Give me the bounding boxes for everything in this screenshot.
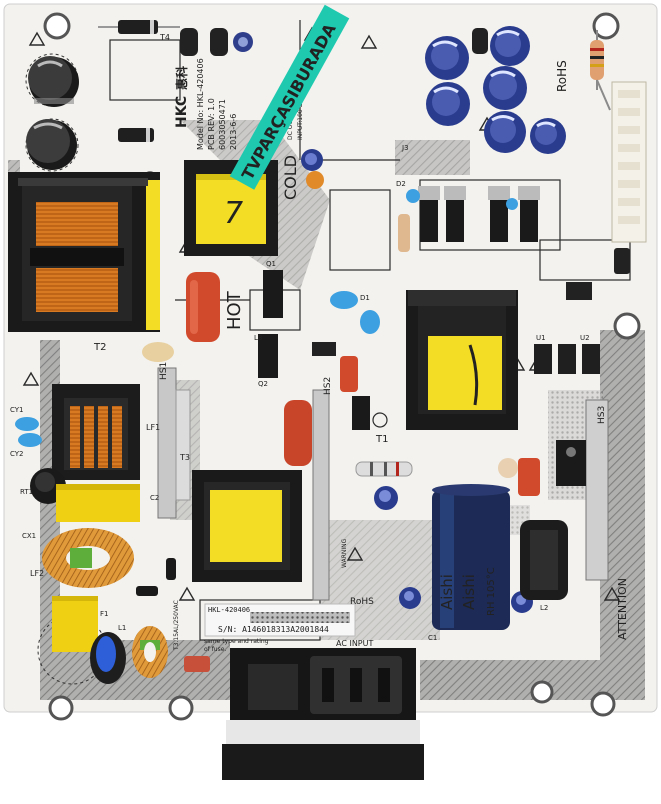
serial-sticker: HKL-420406 S/N: A146018313A2001844 [204,603,356,637]
choke-lf1 [52,384,140,480]
blue-ceramic-caps [15,291,380,447]
heatsinks [157,367,609,601]
ref-label: HS2 [323,377,333,395]
orange-ceramic-caps [142,171,324,362]
output-connector [611,81,647,243]
cold-label: COLD [281,155,300,200]
ref-label: RT1 [20,488,33,496]
ref-label: Q2 [258,380,268,388]
ref-label: C2 [150,494,159,502]
part-number: 6003050471 [218,99,227,150]
ac-input-label: AC INPUT [336,639,373,648]
electrolytic-cap-left [26,119,77,170]
bulk-cap-brand: Aishi [438,574,456,610]
ref-label: D2 [396,180,406,188]
model-number: Model No: HKL-420406 [196,58,205,150]
resistor-mid [355,461,413,477]
ref-label: CY1 [10,406,24,414]
red-film-cap [186,272,220,342]
transformer-t2 [8,172,160,332]
transistor-mid-right [518,440,586,496]
resistor-top-right [590,30,611,111]
small-transistor-right [566,248,630,300]
date-code: 2013-6-6 [229,114,238,150]
bulk-cap-brand-2: Aishi [460,574,478,610]
bulk-cap-rating: RH 105°C [486,567,497,616]
fuse-note-2: of fuse. [204,646,226,653]
mosfets-center [258,270,370,430]
toroid-common-mode [42,528,134,588]
rohs-label: RoHS [555,60,569,92]
ref-label: T3 [179,453,190,462]
diode-left [118,128,154,142]
ref-label: LF1 [146,423,160,432]
electrolytic-cap-topleft [28,56,79,107]
resistor-brown [184,656,210,672]
fuse-rating: T3.15AL/250VAC [173,600,180,651]
transistors-top [180,28,253,56]
output-caps-cluster [301,26,566,171]
sticker-model: HKL-420406 [208,606,250,614]
ref-label: LF2 [30,569,44,578]
ref-label: L3 [254,334,262,342]
ref-label: L2 [540,604,548,612]
rectifier-diodes [398,186,540,252]
small-electrolytics [374,458,533,613]
silkscreen-text: HKC 惠科 Model No: HKL-420406 PCB REV: 1.0… [10,33,629,653]
ref-label: CY2 [10,450,24,458]
handwritten-mark: 7 [224,196,243,231]
sticker-serial: S/N: A146018313A2001844 [218,625,329,634]
ref-label: HS1 [159,362,169,380]
optocouplers [534,344,600,374]
warning-label: WARNING [341,538,348,568]
ref-label: U1 [536,334,546,342]
cap-ring [25,118,79,172]
ref-label: CX1 [22,532,36,540]
ref-label: F1 [100,610,108,618]
rohs-label-bottom: RoHS [350,597,374,607]
bulk-capacitor: Aishi Aishi RH 105°C [432,484,510,630]
pcb-revision: PCB REV: 1.0 [207,98,216,150]
ac-inlet-connector [222,648,424,780]
ref-label: D1 [360,294,370,302]
x-capacitor [56,484,140,522]
x-capacitor-2 [52,596,98,652]
fuse-blue [90,632,126,684]
mounting-holes [43,12,641,721]
ref-label: C1 [428,634,437,642]
ref-label: L1 [118,624,126,632]
transformer-t1-main [406,290,518,430]
brand-cn: 惠科 [174,66,189,90]
fuse-note-1: same type and rating [204,638,269,645]
diode-bottom-2 [166,558,176,580]
ref-label: T2 [93,342,106,353]
transistor [472,28,488,54]
red-film-cap-2 [284,400,312,466]
ref-label: T1 [375,434,388,445]
diode-top [98,20,180,34]
ref-label: Q1 [266,260,276,268]
ref-label: T4 [159,33,170,42]
ref-label: U2 [580,334,590,342]
ref-label: HS3 [597,406,607,424]
ref-label: J3 [401,144,409,152]
toroid-small [132,626,168,678]
diode-bottom [136,586,158,596]
input-spec: INPUT:100-240V~ [297,87,304,141]
power-choke [520,520,568,600]
brand-hkc: HKC [174,96,190,128]
hot-label: HOT [224,290,245,330]
attention-label: ATTENTION [616,578,629,640]
transformer-bottom [192,470,302,582]
